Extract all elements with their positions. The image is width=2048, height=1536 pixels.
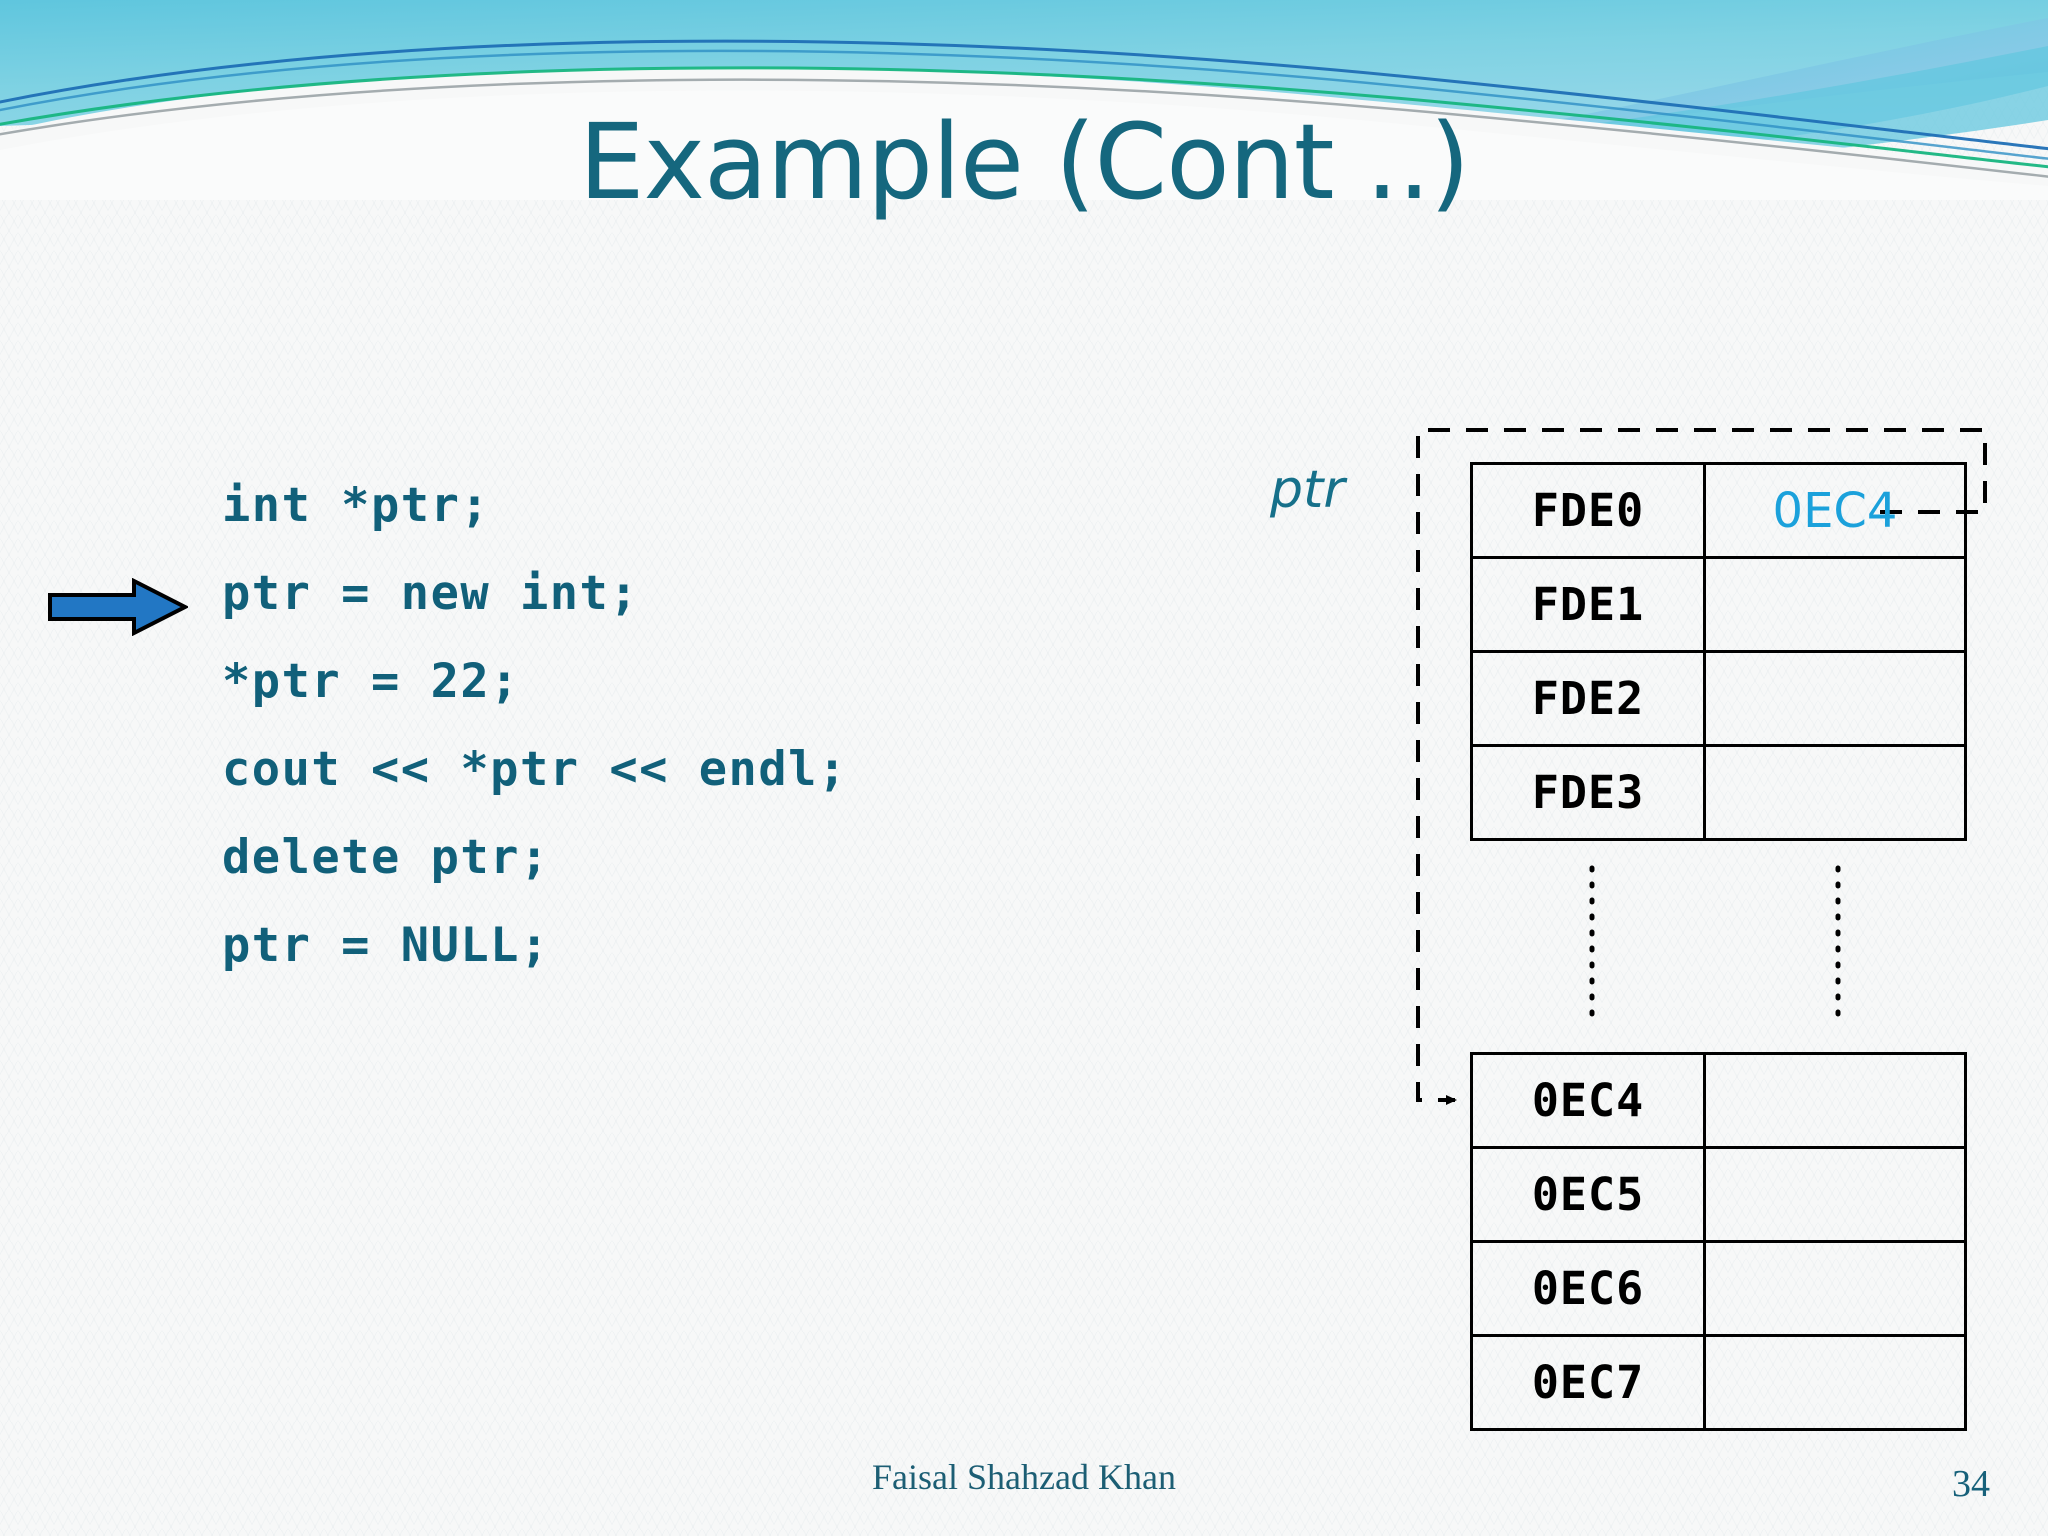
stack-address-cell: FDE2 [1470, 650, 1706, 747]
slide-title: Example (Cont ..) [578, 101, 1471, 223]
heap-address-cell: 0EC5 [1470, 1146, 1706, 1243]
table-row: 0EC5 [1470, 1146, 1967, 1243]
pointer-variable-label: ptr [1270, 460, 1345, 520]
code-line-2: ptr = new int; [222, 566, 640, 621]
table-row: 0EC6 [1470, 1240, 1967, 1337]
heap-value-cell [1703, 1146, 1967, 1243]
code-block: int *ptr; ptr = new int; *ptr = 22; cout… [222, 462, 848, 990]
code-line-1: int *ptr; [222, 478, 491, 533]
heap-value-cell [1703, 1240, 1967, 1337]
footer-author-name: Faisal Shahzad Khan [872, 1457, 1176, 1497]
code-line-3: *ptr = 22; [222, 654, 520, 709]
slide-header-banner [0, 0, 2048, 200]
table-row: 0EC4 [1470, 1052, 1967, 1149]
table-row: 0EC7 [1470, 1334, 1967, 1431]
table-row: FDE1 [1470, 556, 1967, 653]
code-line-5: delete ptr; [222, 830, 550, 885]
current-step-arrow-icon [48, 577, 190, 637]
heap-memory-table: 0EC4 0EC5 0EC6 0EC7 [1470, 1052, 1967, 1431]
code-line-4: cout << *ptr << endl; [222, 742, 848, 797]
stack-value-cell [1703, 556, 1967, 653]
heap-address-cell: 0EC4 [1470, 1052, 1706, 1149]
stack-value-cell: 0EC4 [1703, 462, 1967, 559]
heap-value-cell [1703, 1334, 1967, 1431]
heap-value-cell [1703, 1052, 1967, 1149]
stack-address-cell: FDE0 [1470, 462, 1706, 559]
slide-page-number: 34 [1952, 1463, 1990, 1505]
stack-value-cell [1703, 650, 1967, 747]
table-row: FDE2 [1470, 650, 1967, 747]
stack-address-cell: FDE1 [1470, 556, 1706, 653]
table-row: FDE3 [1470, 744, 1967, 841]
stack-address-cell: FDE3 [1470, 744, 1706, 841]
table-row: FDE0 0EC4 [1470, 462, 1967, 559]
stack-memory-table: FDE0 0EC4 FDE1 FDE2 FDE3 [1470, 462, 1967, 841]
code-line-6: ptr = NULL; [222, 918, 550, 973]
heap-address-cell: 0EC6 [1470, 1240, 1706, 1337]
heap-address-cell: 0EC7 [1470, 1334, 1706, 1431]
stack-value-cell [1703, 744, 1967, 841]
